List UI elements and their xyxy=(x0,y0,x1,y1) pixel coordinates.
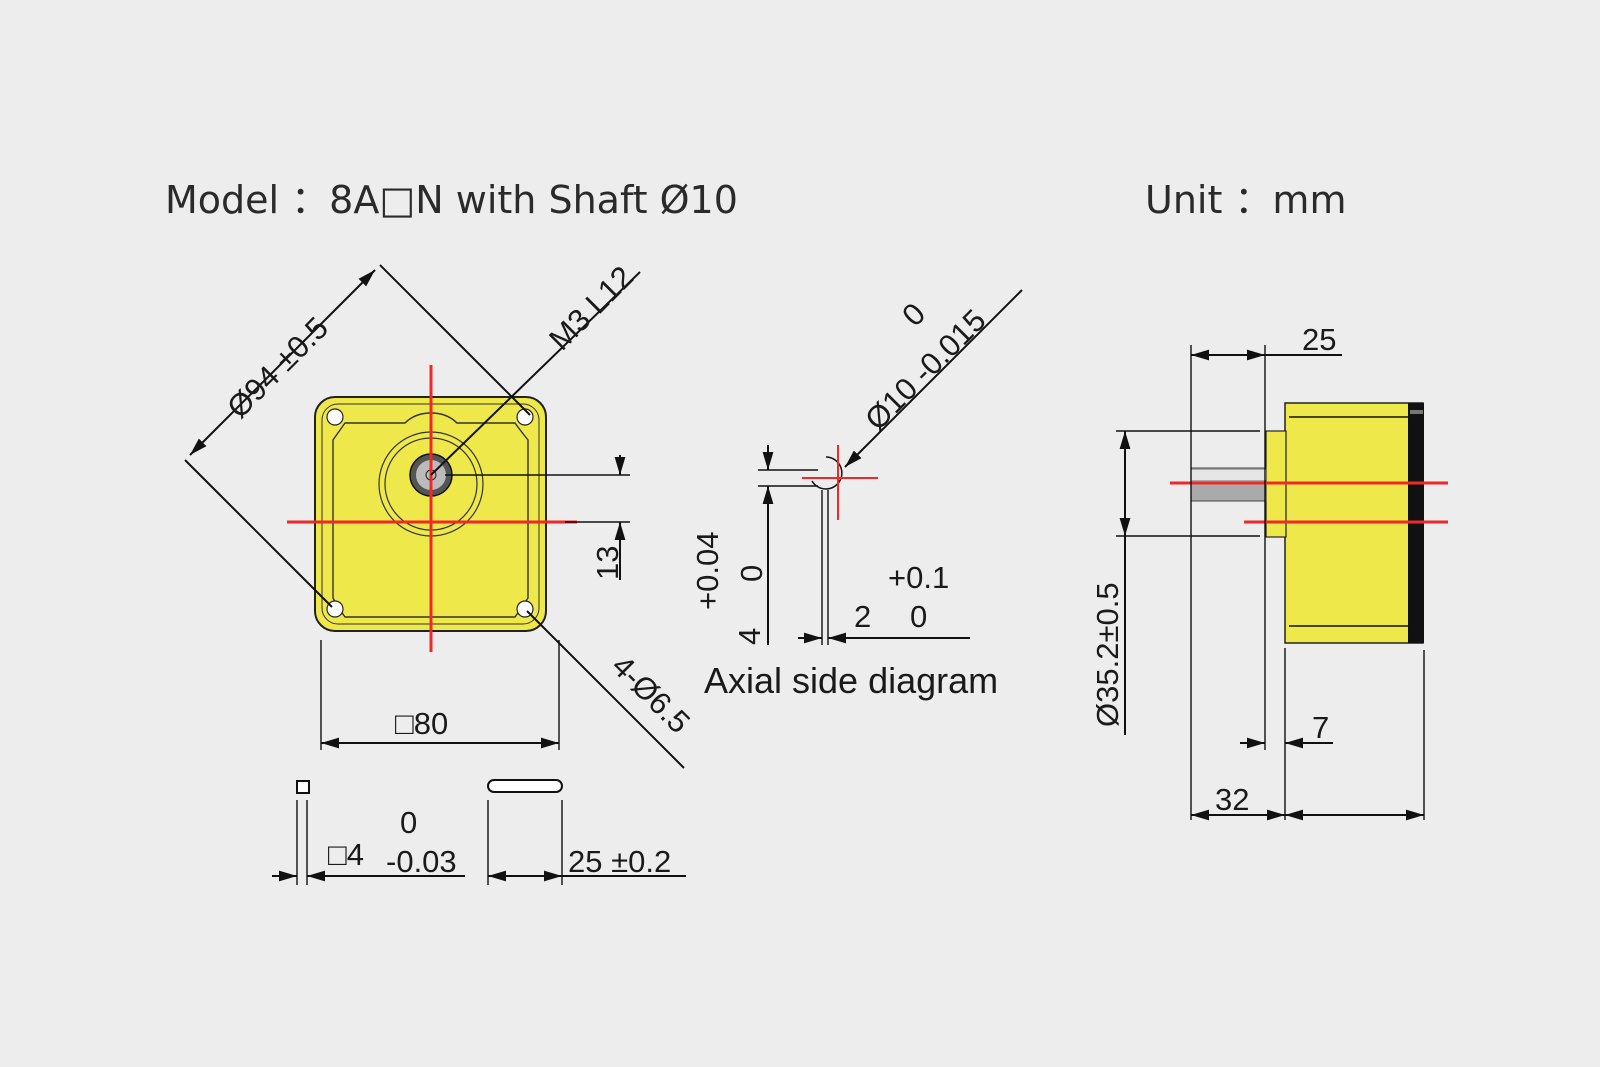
keyway-tol-lower: 0 xyxy=(734,565,769,582)
front-view: Ø94 ±0.5 M3 L12 13 4-Ø6.5 □80 xyxy=(184,259,697,769)
axial-caption: Axial side diagram xyxy=(704,660,998,701)
key-tol-lower: -0.03 xyxy=(386,844,457,879)
side-view: 25 Ø35.2±0.5 7 32 xyxy=(1090,322,1448,821)
square-size-label: □80 xyxy=(395,706,448,741)
pilot-diameter-label: Ø35.2±0.5 xyxy=(1090,582,1125,727)
key-tol-upper: 0 xyxy=(400,805,417,840)
total-length-label: 32 xyxy=(1215,782,1249,817)
mount-holes-label: 4-Ø6.5 xyxy=(605,648,697,740)
model-title: Model ：8A□N with Shaft Ø10 xyxy=(165,178,738,222)
keyway-width-label: 4 xyxy=(732,628,767,645)
shaft-length-label: 25 xyxy=(1302,322,1336,357)
shaft-tol-upper: 0 xyxy=(895,296,932,333)
depth-tol-upper: +0.1 xyxy=(888,560,949,595)
unit-label: Unit ：mm xyxy=(1145,178,1346,222)
depth-label: 2 xyxy=(854,599,871,634)
axial-side-diagram: +0.04 0 4 2 +0.1 0 Ø10 -0.015 0 Axial si… xyxy=(690,289,1023,701)
key-drawing: 0 □4 -0.03 25 ±0.2 xyxy=(272,779,686,885)
key-size-label: □4 xyxy=(328,837,364,872)
depth-tol-lower: 0 xyxy=(910,599,927,634)
mount-hole xyxy=(326,408,344,426)
keyway-tol-upper: +0.04 xyxy=(690,532,725,610)
screw-label: M3 L12 xyxy=(542,259,640,357)
pilot-length-label: 7 xyxy=(1312,710,1329,745)
shaft-offset-label: 13 xyxy=(590,546,625,580)
key-length-label: 25 ±0.2 xyxy=(568,844,671,879)
